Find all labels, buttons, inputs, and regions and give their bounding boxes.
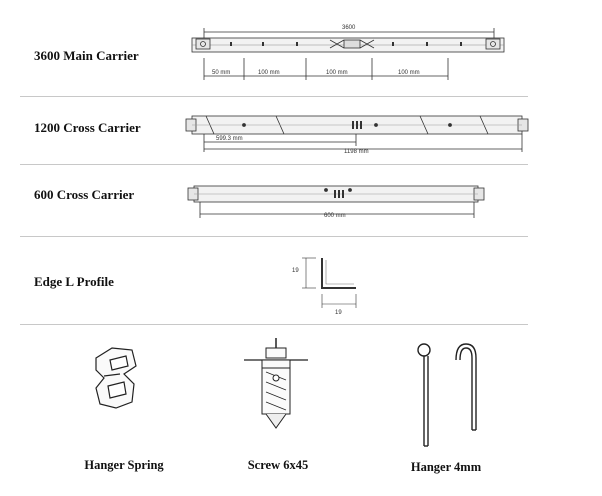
main-carrier-drawing <box>191 28 505 80</box>
main-carrier-segment-1: 50 mm <box>212 70 230 76</box>
edge-l-profile-drawing <box>302 257 357 308</box>
cross-1200-drawing <box>185 115 529 152</box>
divider-4 <box>20 324 528 325</box>
divider-3 <box>20 236 528 237</box>
hanger-4mm-drawing <box>417 343 477 447</box>
cross-600-overall-dim: 600 mm <box>324 213 346 219</box>
accessory-label-hanger-4mm: Hanger 4mm <box>410 460 482 474</box>
divider-2 <box>20 164 528 165</box>
edge-profile-width-dim: 19 <box>335 310 342 316</box>
hanger-spring-drawing <box>95 347 137 409</box>
main-carrier-segment-3: 100 mm <box>326 70 348 76</box>
main-carrier-overall-dim: 3600 <box>342 25 356 31</box>
cross-1200-overall-dim: 1198 mm <box>344 149 369 155</box>
screw-drawing <box>244 338 308 429</box>
main-carrier-segment-2: 100 mm <box>258 70 280 76</box>
accessory-label-hanger-spring: Hanger Spring <box>84 458 164 472</box>
cross-1200-offset-dim: 599.3 mm <box>216 136 243 142</box>
cross-600-drawing <box>187 185 485 218</box>
main-carrier-segment-4: 100 mm <box>398 70 420 76</box>
accessory-label-screw: Screw 6x45 <box>247 458 309 472</box>
row-label-1200-cross-carrier: 1200 Cross Carrier <box>34 120 141 135</box>
row-label-edge-l-profile: Edge L Profile <box>34 274 114 289</box>
row-label-600-cross-carrier: 600 Cross Carrier <box>34 187 135 202</box>
row-label-main-carrier: 3600 Main Carrier <box>34 48 139 63</box>
divider-1 <box>20 96 528 97</box>
edge-profile-height-dim: 19 <box>292 268 299 274</box>
